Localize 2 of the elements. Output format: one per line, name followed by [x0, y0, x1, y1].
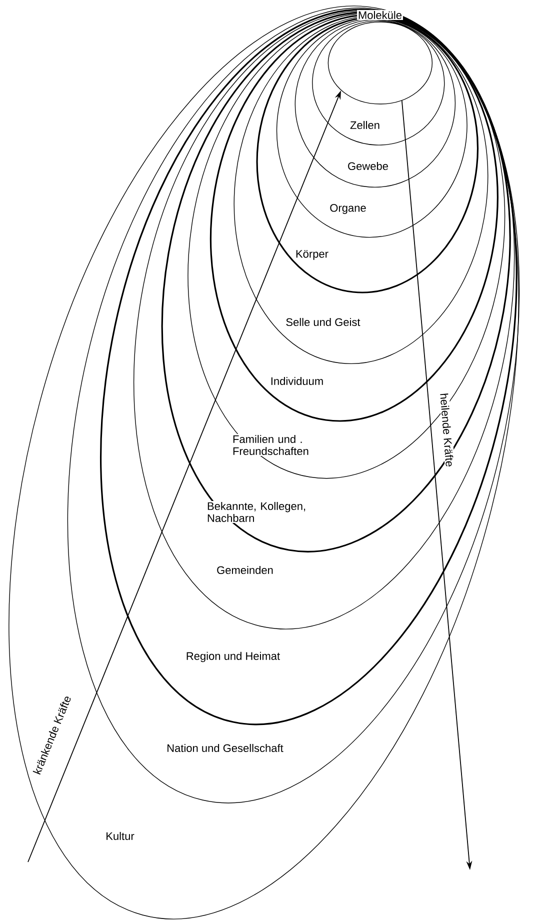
edge-label: heilende Kräfte — [438, 392, 456, 468]
node-label: Moleküle — [358, 10, 402, 20]
